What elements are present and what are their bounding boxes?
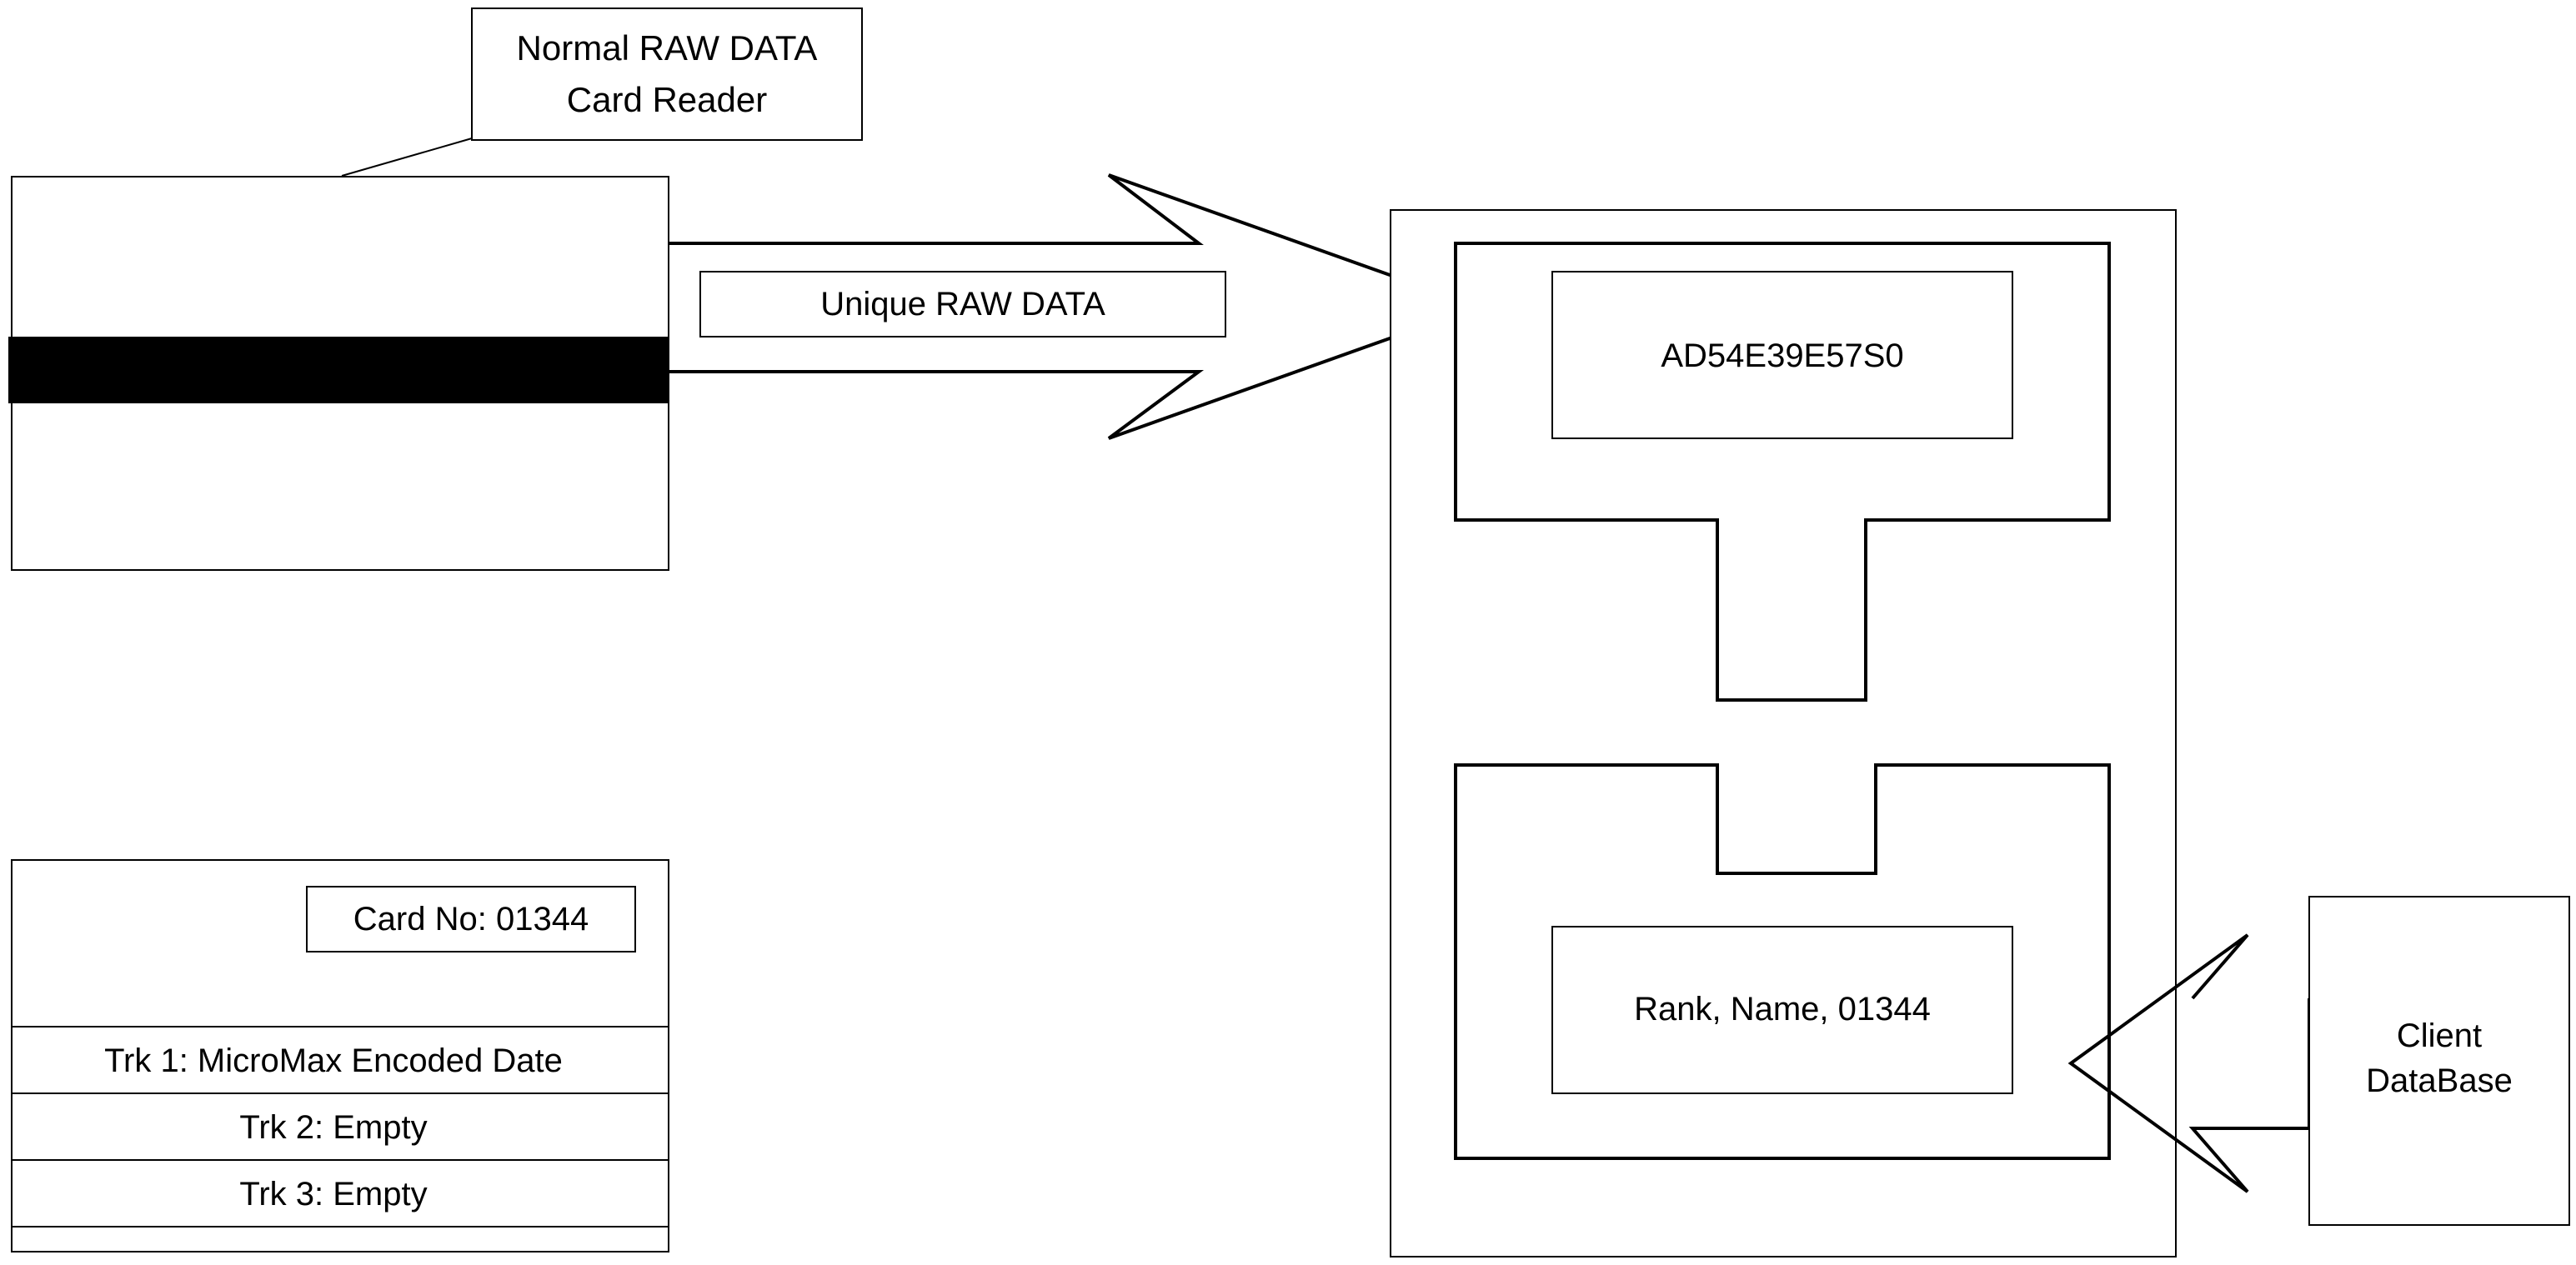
client-database-box: [2308, 896, 2570, 1226]
reader-callout-box: [471, 8, 863, 141]
raw-code-value: AD54E39E57S0: [1661, 338, 1903, 374]
card-number-box: [306, 886, 636, 952]
card-number: Card No: 01344: [353, 901, 589, 938]
raw-data-module: [1454, 242, 2111, 702]
arrow-label-box: [699, 271, 1226, 338]
database-label-line-1: Client: [2397, 1018, 2482, 1054]
track-1: Trk 1: MicroMax Encoded Date: [104, 1042, 563, 1079]
track-2: Trk 2: Empty: [239, 1109, 427, 1146]
reader-label-line-2: Card Reader: [567, 80, 767, 119]
reader-label-line-1: Normal RAW DATA: [517, 28, 818, 68]
database-label-line-2: DataBase: [2366, 1062, 2513, 1099]
database-arrow: [2067, 933, 2309, 1193]
raw-code-box: [1551, 271, 2013, 439]
reader-callout-line: [341, 138, 473, 177]
track-3: Trk 3: Empty: [239, 1176, 427, 1212]
magnetic-stripe: [8, 337, 669, 403]
record-box: [1551, 926, 2013, 1094]
record-value: Rank, Name, 01344: [1634, 991, 1931, 1028]
arrow-label: Unique RAW DATA: [820, 286, 1105, 322]
record-module: [1454, 763, 2111, 1160]
